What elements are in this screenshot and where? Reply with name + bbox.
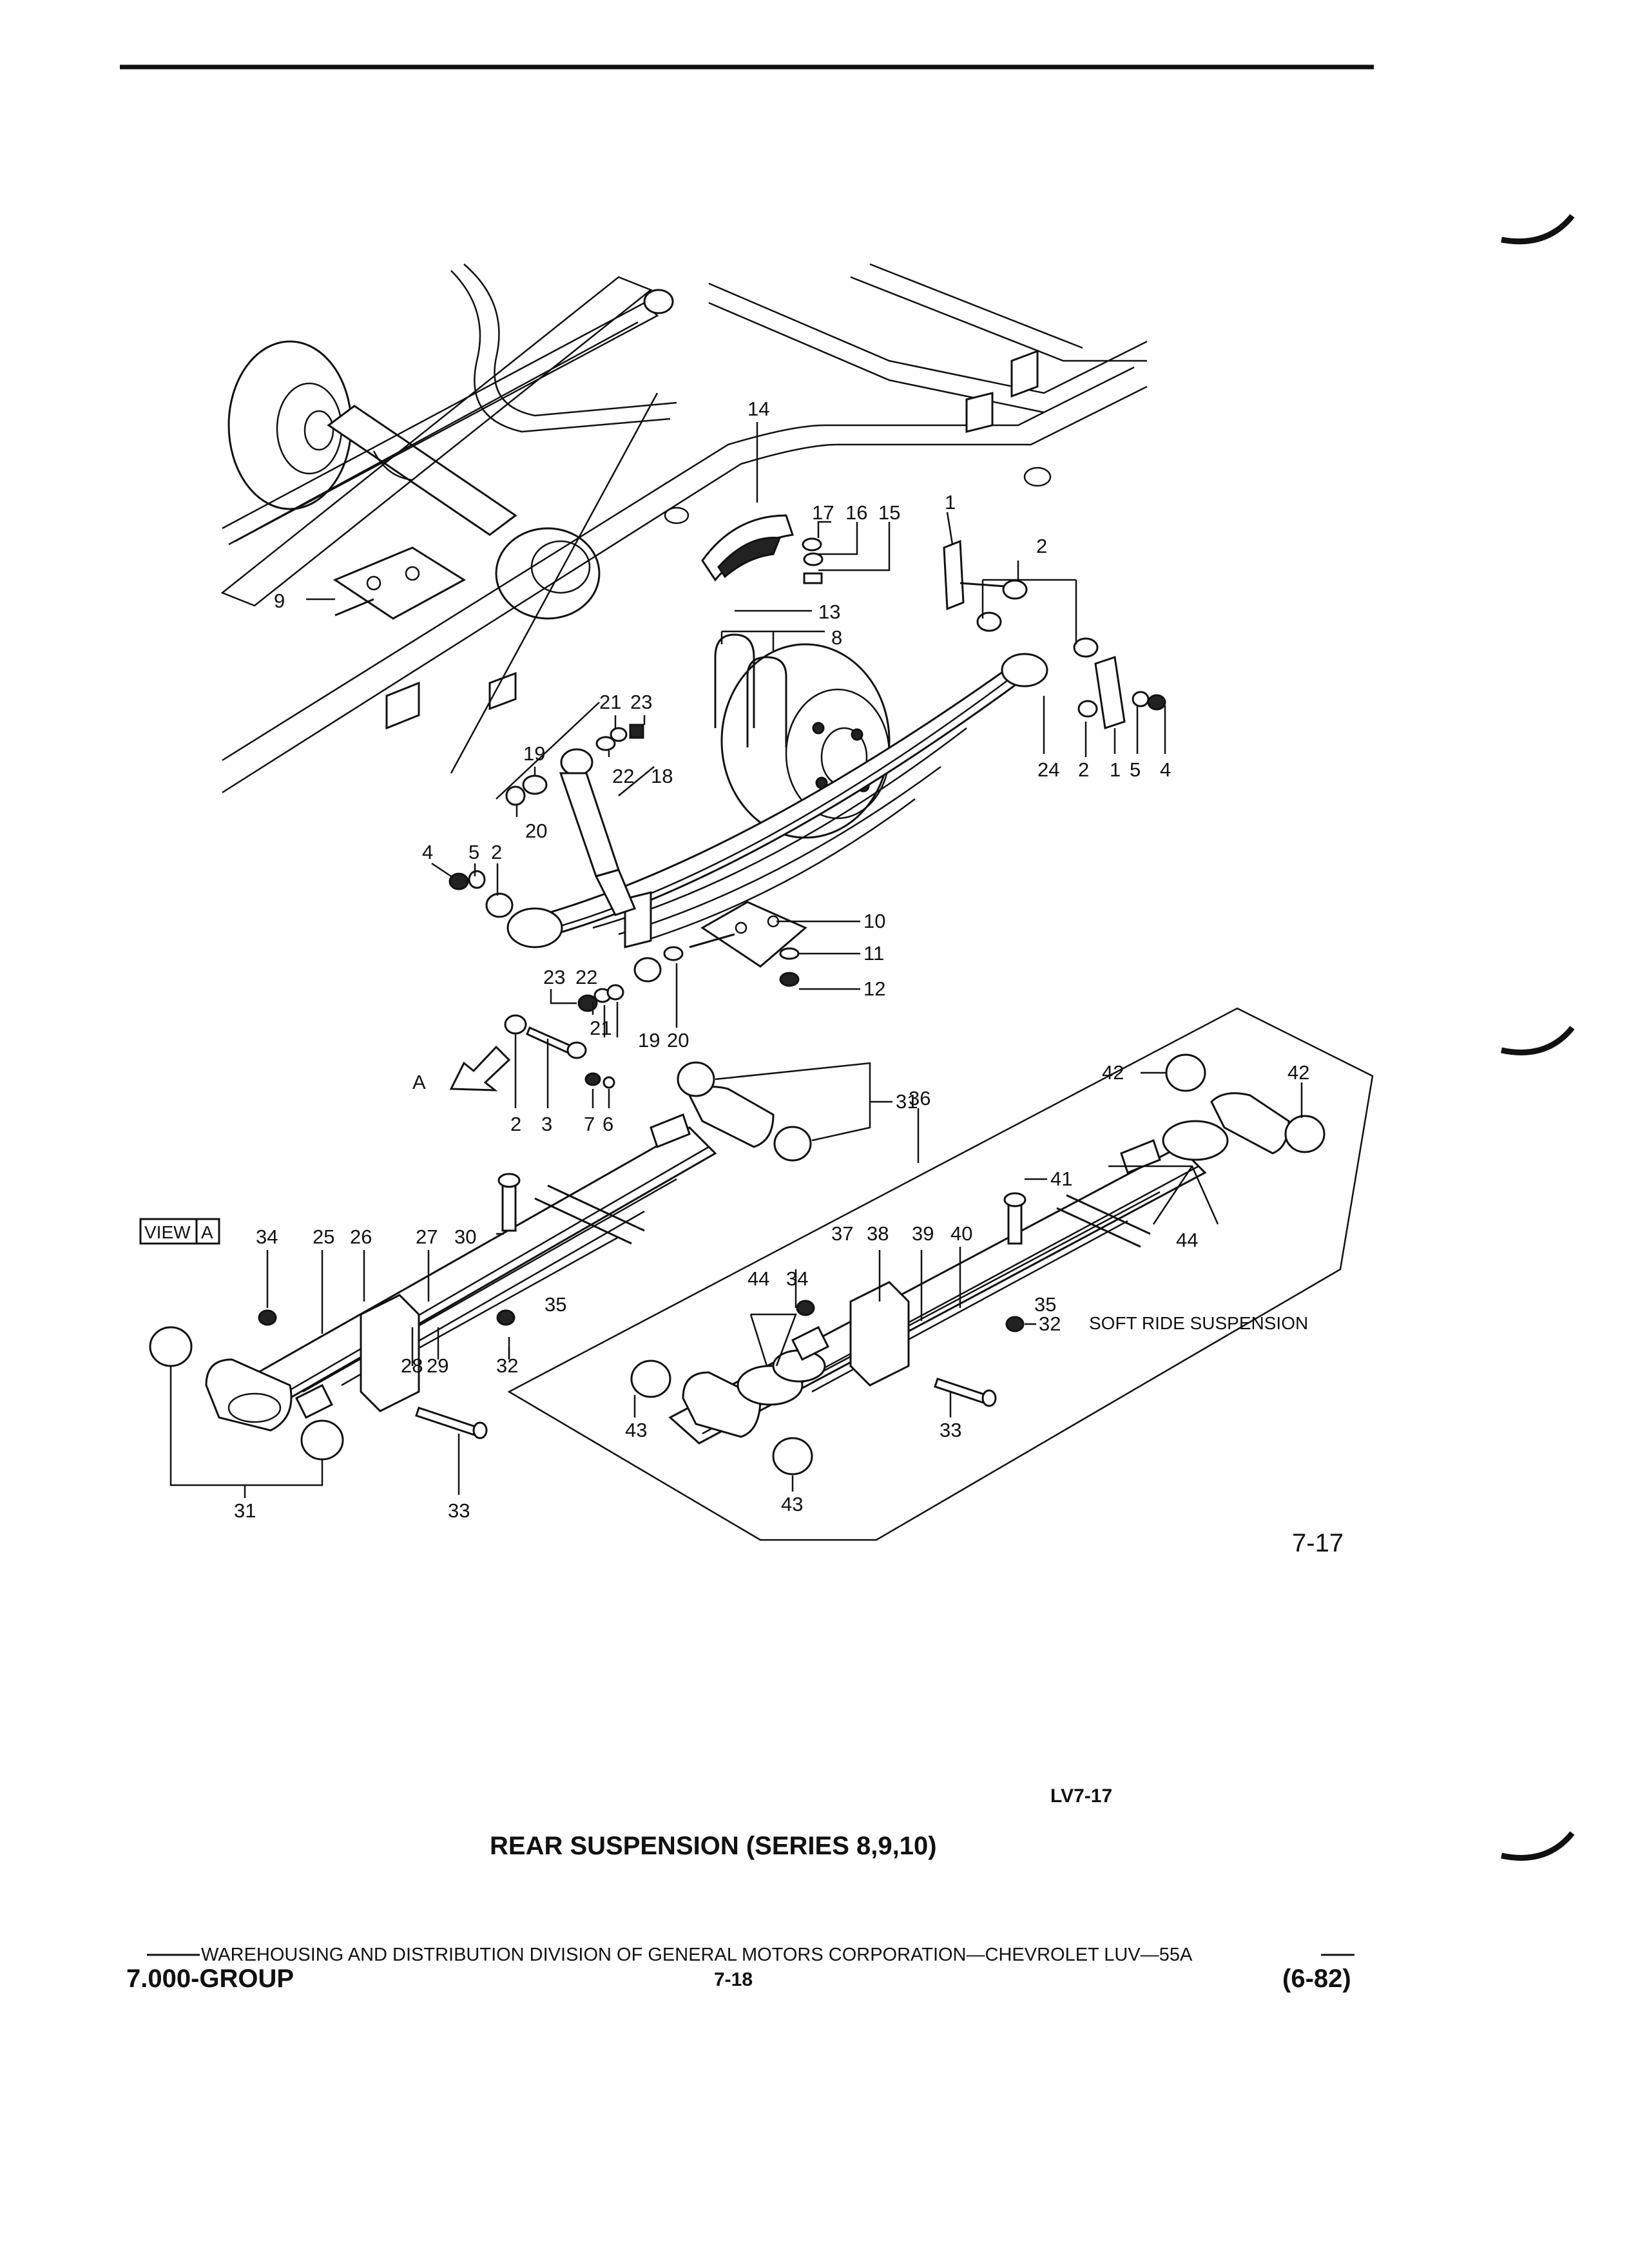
callout-13: 13 [818,601,840,623]
u-bolts [714,633,787,747]
reference-code: LV7-17 [1050,1785,1112,1807]
callout-20-lower: 20 [667,1029,689,1052]
callout-4-right: 4 [1160,758,1171,781]
callout-25: 25 [313,1225,334,1248]
callout-5-right: 5 [1130,758,1141,781]
bumper-fasteners [802,537,824,584]
callout-30: 30 [454,1225,476,1248]
callout-5-left: 5 [468,841,479,863]
callout-19-lower: 19 [638,1029,660,1052]
page-title: REAR SUSPENSION (SERIES 8,9,10) [490,1832,937,1860]
view-a-arrow [449,1045,511,1091]
callout-14: 14 [747,398,769,420]
callout-33-right: 33 [940,1419,961,1441]
callout-41: 41 [1050,1168,1072,1190]
footer-division-line: WAREHOUSING AND DISTRIBUTION DIVISION OF… [201,1945,1193,1965]
callout-9: 9 [274,590,285,612]
callout-42-left: 42 [1102,1061,1124,1084]
svg-text:A: A [201,1222,213,1242]
figure-number: 7-17 [1292,1529,1344,1557]
callout-38: 38 [867,1222,889,1245]
callout-12: 12 [863,977,885,1000]
callout-15: 15 [878,501,900,524]
rear-shackle-parts [943,539,1166,729]
callout-43-left: 43 [625,1419,647,1441]
callout-A: A [412,1071,426,1093]
callout-1-right: 1 [1110,758,1121,781]
callout-23-upper: 23 [630,691,652,713]
callout-39: 39 [912,1222,934,1245]
soft-ride-spring [630,1053,1325,1475]
callout-27: 27 [416,1225,438,1248]
shock-absorber [559,748,662,983]
callout-24: 24 [1037,758,1059,781]
callout-17: 17 [812,501,834,524]
view-a-label: VIEW A [139,1218,220,1245]
binding-mark-middle [1501,1026,1575,1055]
callout-22-lower: 22 [575,966,597,988]
callout-43-right: 43 [781,1493,803,1515]
callout-2-upper: 2 [1036,535,1047,557]
view-a-standard-spring [149,1061,812,1461]
rubber-bumper-part [701,514,794,582]
callout-42-right: 42 [1287,1061,1309,1084]
front-hanger-hardware [448,870,514,918]
callout-32-left: 32 [496,1354,518,1377]
callout-18: 18 [651,765,673,787]
callout-44-left: 44 [747,1267,769,1290]
callout-40: 40 [950,1222,972,1245]
callout-8: 8 [831,626,842,649]
callout-2-eye: 2 [510,1113,521,1135]
binding-mark-bottom [1501,1831,1575,1861]
callout-22-upper: 22 [612,765,634,787]
callout-33-left: 33 [448,1499,470,1522]
callout-4-left: 4 [422,841,433,863]
callout-34-left: 34 [256,1225,278,1248]
callout-36: 36 [909,1087,930,1110]
callout-numbers: 14 17 16 15 1 2 13 8 9 21 23 19 22 18 20… [234,398,1309,1522]
footer-group: 7.000-GROUP [126,1965,294,1993]
callout-21-upper: 21 [599,691,621,713]
callout-16: 16 [845,501,867,524]
front-eye-bolt-parts [504,1014,615,1089]
callout-21-lower: 21 [590,1017,612,1039]
callout-7: 7 [584,1113,595,1135]
spring-plate-and-nuts [689,901,807,987]
callout-31-lower: 31 [234,1499,256,1522]
callout-2-left: 2 [491,841,502,863]
callout-3: 3 [541,1113,552,1135]
callout-10: 10 [863,910,885,932]
callout-28: 28 [401,1354,423,1377]
callout-29: 29 [427,1354,448,1377]
callout-6: 6 [602,1113,613,1135]
callout-1-upper: 1 [945,491,956,514]
footer-date: (6-82) [1282,1965,1351,1993]
callout-26: 26 [350,1225,372,1248]
footer-page-number: 7-18 [714,1969,753,1990]
soft-ride-suspension-label: SOFT RIDE SUSPENSION [1089,1313,1308,1333]
callout-35-left: 35 [545,1293,566,1316]
upper-shock-hardware [505,724,644,806]
callout-31-upper: 31 [896,1090,918,1113]
callout-11: 11 [863,942,884,965]
callout-23-lower: 23 [543,966,565,988]
frame-and-axle-illustration [220,263,1148,800]
callout-37: 37 [831,1222,853,1245]
callout-19-upper: 19 [523,742,545,765]
callout-32-right: 32 [1039,1312,1061,1335]
callout-20-upper: 20 [525,820,547,842]
soft-ride-panel-border [507,1007,1374,1541]
callout-44-right: 44 [1176,1229,1198,1251]
callout-2-right: 2 [1078,758,1089,781]
callout-leader-lines [169,422,1303,1498]
callout-35-right: 35 [1034,1293,1056,1316]
callout-34-right: 34 [786,1267,808,1290]
svg-text:VIEW: VIEW [144,1222,191,1242]
binding-mark-top [1501,214,1575,245]
